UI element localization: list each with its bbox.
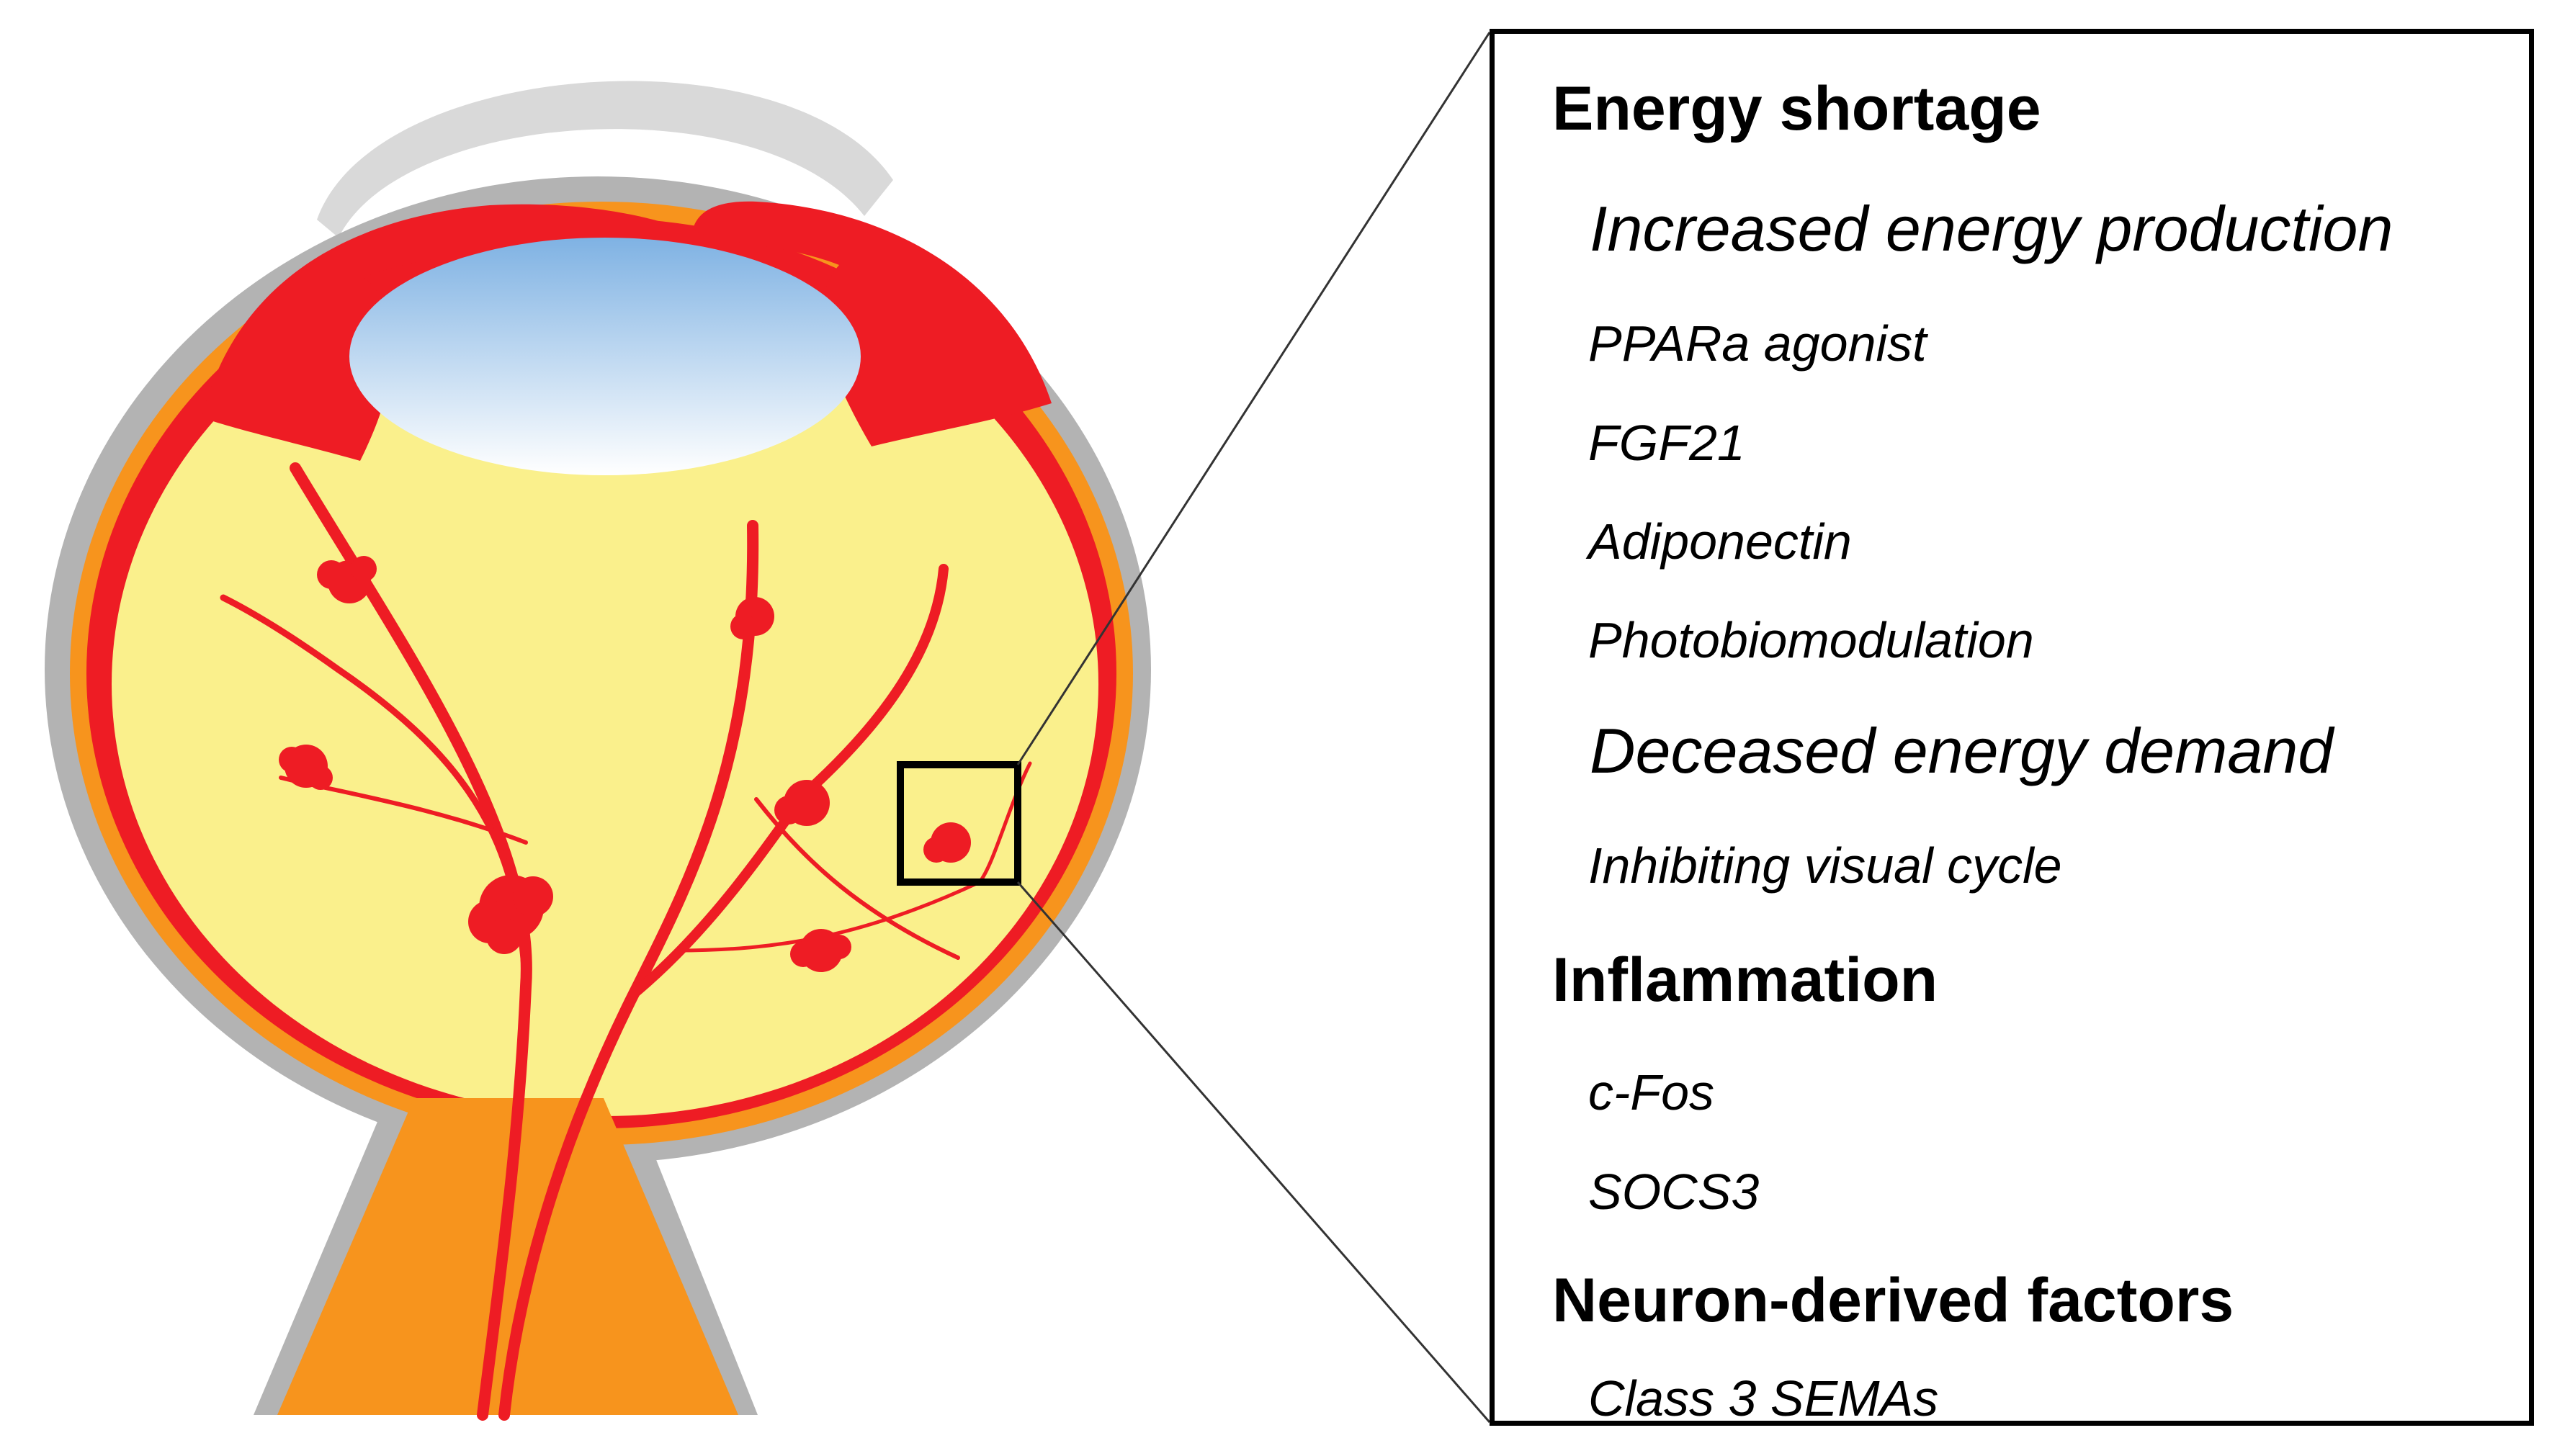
vascular-lesions	[279, 556, 971, 972]
mechanisms-box: Energy shortage Increased energy product…	[1490, 29, 2534, 1426]
list-item: FGF21	[1588, 415, 1745, 471]
lens	[349, 238, 861, 475]
heading-neuron-derived-factors: Neuron-derived factors	[1552, 1266, 2234, 1335]
subheading-deceased-energy-demand: Deceased energy demand	[1590, 715, 2334, 786]
list-item: SOCS3	[1588, 1164, 1760, 1220]
iris-left	[202, 204, 702, 461]
iris-right	[693, 201, 1052, 446]
list-item: Adiponectin	[1588, 513, 1852, 570]
connector-line-top	[1016, 32, 1491, 765]
vitreous	[112, 252, 1098, 1116]
list-item: Photobiomodulation	[1588, 612, 2034, 668]
list-item: c-Fos	[1588, 1064, 1714, 1120]
retinal-vessels	[220, 462, 1032, 1421]
connector-line-bottom	[1016, 881, 1491, 1423]
zoom-square-icon	[897, 761, 1021, 886]
list-item: Inhibiting visual cycle	[1588, 837, 2062, 894]
heading-energy-shortage: Energy shortage	[1552, 74, 2041, 143]
heading-inflammation: Inflammation	[1552, 945, 1938, 1015]
list-item: PPARa agonist	[1588, 315, 1927, 372]
cornea	[317, 81, 893, 238]
subheading-increased-energy-production: Increased energy production	[1590, 193, 2393, 264]
list-item: Class 3 SEMAs	[1588, 1370, 1939, 1426]
